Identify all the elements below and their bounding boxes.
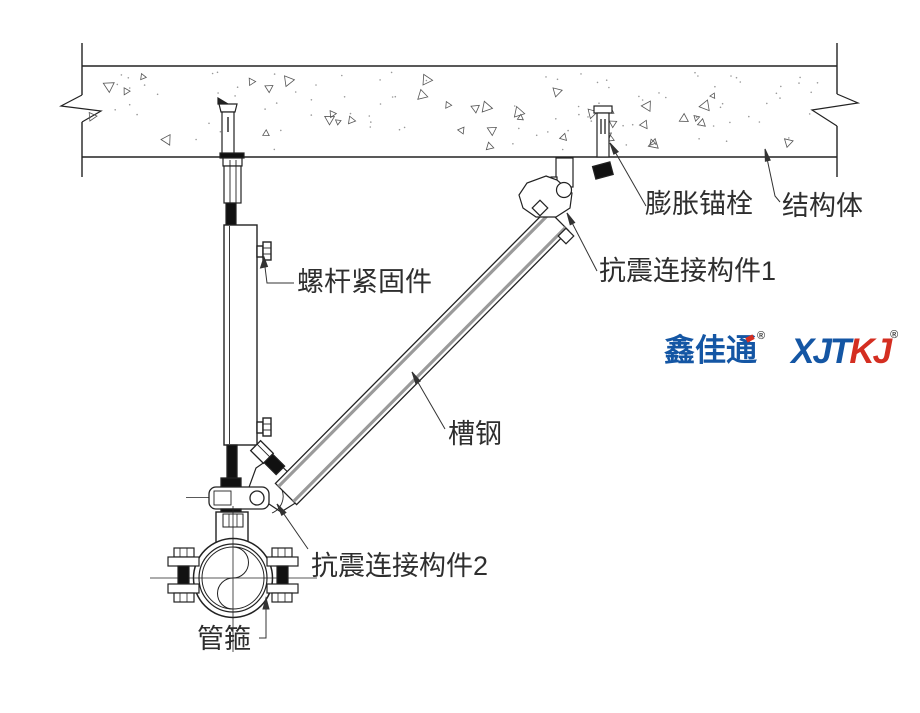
bolt-shaft: [276, 565, 289, 585]
leader-structure: [764, 148, 781, 203]
anchor-bolt-left: [217, 96, 238, 158]
bolt-head-diamond-2: [557, 227, 575, 245]
clamp-bolt-right: [266, 547, 299, 603]
logo-xjtkj: XJTKJ®: [791, 330, 898, 371]
clamp-ear-bottom: [266, 583, 299, 594]
channel-body: [223, 224, 258, 446]
diagonal-bolt: [249, 439, 286, 476]
vertical-channel: [223, 224, 272, 446]
rod-coupler: [223, 165, 242, 204]
threaded-rod-upper: [225, 202, 237, 227]
hinge-arc: [271, 489, 284, 514]
logo-xinjiatong: 鑫佳通®: [664, 330, 765, 368]
break-line-left: [59, 94, 103, 123]
arrowhead: [276, 503, 287, 517]
channel-flange-line-upper: [277, 211, 552, 488]
clamp-ear-top: [266, 556, 299, 567]
bolt-head-line: [256, 443, 271, 458]
bolt-head: [262, 241, 272, 261]
leader-rod-fastener: [263, 258, 294, 284]
logo-en-blue: XJT: [791, 332, 851, 371]
anchor-tip-flag: [217, 96, 231, 105]
anchor-head: [218, 103, 238, 113]
bolt-shaft: [256, 245, 264, 258]
leader-lines: [259, 142, 781, 639]
label-expansion-anchor: 膨胀锚栓: [645, 189, 753, 219]
label-channel-steel: 槽钢: [448, 419, 502, 449]
brand-logos: 鑫佳通® XJTKJ®: [664, 330, 898, 371]
arrowhead: [764, 148, 771, 162]
registered-mark: ®: [890, 329, 898, 341]
washer-plate: [219, 152, 245, 159]
diagonal-channel: [274, 208, 570, 506]
pipe-clamp: [150, 506, 317, 652]
logo-cn-text: 鑫佳通: [664, 333, 757, 368]
hex-nut: [222, 157, 243, 167]
clamp-ear-top: [167, 556, 200, 567]
clamp-ear-bottom: [167, 583, 200, 594]
seismic-connector-1: [518, 157, 614, 245]
hanger-rod-assembly: [219, 152, 245, 227]
rod-nut-upper: [220, 477, 242, 488]
bolt-shaft: [256, 421, 264, 434]
channel-flange-line-lower: [292, 226, 567, 503]
callout-labels: 螺杆紧固件 膨胀锚栓 结构体 抗震连接构件1 槽钢 抗震连接构件2 管箍: [197, 189, 863, 654]
bolt-head-diamond: [531, 199, 549, 217]
label-rod-fastener: 螺杆紧固件: [297, 267, 432, 297]
arrowhead: [566, 212, 576, 226]
pivot-pin: [555, 181, 573, 199]
anchor-nut-black: [591, 161, 614, 180]
bracket-slot: [213, 490, 232, 506]
hex-nut-bottom: [271, 592, 293, 603]
pivot-pin: [249, 490, 265, 506]
concrete-stipple-hatch: [88, 71, 819, 151]
break-line-right: [810, 93, 861, 127]
bolt-shaft: [177, 565, 190, 585]
hex-nut-bottom: [173, 592, 195, 603]
anchor-bolt-right: [593, 105, 613, 158]
arrowhead: [609, 142, 620, 155]
hex-nut-top: [271, 547, 293, 558]
rod-fastener-bolt-lower: [256, 417, 272, 437]
arrowhead: [262, 596, 270, 610]
seismic-connector-2: [186, 439, 286, 518]
rod-fastener-bolt-upper: [256, 241, 272, 261]
concrete-slab: [59, 43, 861, 177]
hex-nut-top: [173, 547, 195, 558]
logo-en-red: KJ: [849, 332, 892, 371]
label-structure: 结构体: [782, 191, 863, 221]
anchor-shaft: [596, 112, 610, 158]
arrowhead: [259, 255, 269, 269]
channel-body: [274, 208, 570, 506]
leader-pipe-clamp: [259, 600, 267, 639]
anchor-head: [593, 105, 613, 114]
bolt-shaft-black: [263, 453, 286, 476]
arrowhead: [411, 371, 421, 385]
label-seismic-connector-2: 抗震连接构件2: [311, 551, 488, 581]
registered-mark: ®: [757, 330, 766, 342]
clamp-bolt-left: [167, 547, 200, 603]
bolt-head: [262, 417, 272, 437]
label-pipe-clamp: 管箍: [197, 624, 251, 654]
label-seismic-connector-1: 抗震连接构件1: [599, 256, 776, 286]
